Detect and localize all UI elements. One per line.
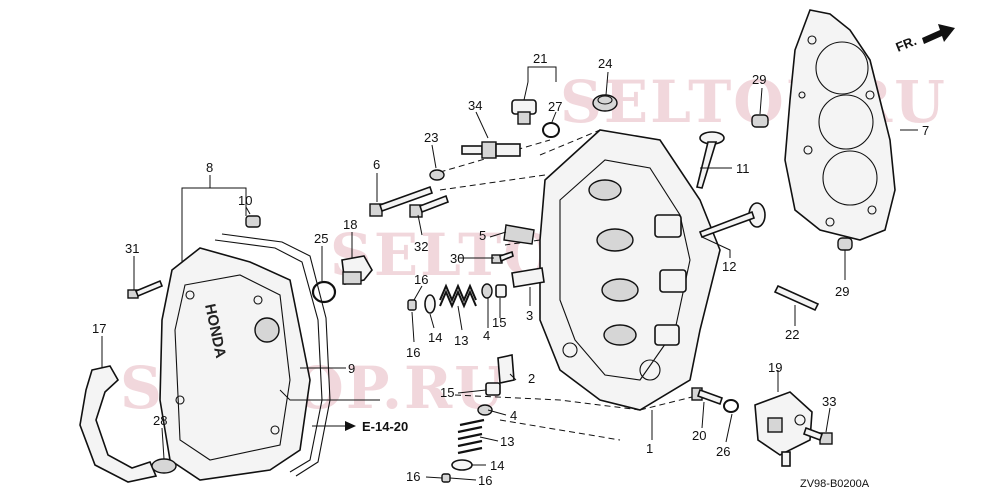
callout-7: 7 [922,123,929,138]
breather-hose [79,365,158,483]
dowel-pin-lower [837,237,853,251]
temperature-switch [511,99,537,125]
callout-13-upper: 13 [454,333,468,348]
callout-12: 12 [722,259,736,274]
callout-16-mid: 16 [406,345,420,360]
dowel-pin-upper [751,114,769,128]
reference-arrow [345,421,356,431]
head-cover: HONDA [159,247,311,481]
spring-retainer-lower [451,459,473,471]
callout-28: 28 [153,413,167,428]
callout-24: 24 [598,56,612,71]
callout-19: 19 [768,360,782,375]
callout-14-upper: 14 [428,330,442,345]
guide-plate [503,224,535,245]
head-bolt-short [409,194,450,218]
callout-15-lower: 15 [440,385,454,400]
callout-4-lower: 4 [510,408,517,423]
callout-33: 33 [822,394,836,409]
spring-seat-lower [477,404,493,416]
valve-guide-seal-lower [485,382,501,396]
callout-27: 27 [548,99,562,114]
callout-25: 25 [314,231,328,246]
valve-guide-lower [497,354,515,384]
reference-label: E-14-20 [362,419,408,434]
callout-17: 17 [92,321,106,336]
callout-29-upper: 29 [752,72,766,87]
callout-1: 1 [646,441,653,456]
valve-spring-lower [457,418,485,455]
valve-guide-seal-upper [495,284,507,298]
intake-valve [698,202,766,239]
sealing-washer [542,122,560,138]
exhaust-valve [696,131,725,189]
callout-9: 9 [348,361,355,376]
spark-plug [461,141,521,159]
callout-10: 10 [238,193,252,208]
o-ring-large [311,280,337,304]
spring-seat-upper [481,283,493,299]
callout-8: 8 [206,160,213,175]
callout-5: 5 [479,228,486,243]
valve-stem-seal [511,267,545,288]
callout-30: 30 [450,251,464,266]
fuel-pump-bolt [802,426,833,445]
collar [245,215,261,228]
leader-lines [101,66,918,481]
callout-32: 32 [414,239,428,254]
stud-bolt [773,284,820,312]
head-bolt-long [369,185,434,217]
valve-cotter-upper [407,299,417,311]
callout-4-upper: 4 [483,328,490,343]
callout-13-lower: 13 [500,434,514,449]
callout-31: 31 [125,241,139,256]
callout-16-upper: 16 [414,272,428,287]
callout-29-lower: 29 [835,284,849,299]
callout-15-upper: 15 [492,315,506,330]
callout-16-right: 16 [478,473,492,488]
head-cover-gasket [214,233,331,477]
spring-retainer-upper [424,294,436,314]
callout-6: 6 [373,157,380,172]
callout-21: 21 [533,51,547,66]
bypass-bolt [691,387,724,406]
callout-16-left: 16 [406,469,420,484]
valve-spring-upper [439,283,477,309]
callout-20: 20 [692,428,706,443]
head-gasket [784,9,896,241]
callout-2: 2 [528,371,535,386]
fuel-pump [754,391,813,467]
callout-14-lower: 14 [490,458,504,473]
diagram-code: ZV98-B0200A [800,478,870,490]
thermostat-cap [592,94,618,112]
valve-cotter-lower [441,473,451,483]
callout-23: 23 [424,130,438,145]
washer [429,169,445,181]
cover-bolt [127,279,164,299]
callout-34: 34 [468,98,482,113]
front-direction-label: FR. [894,33,919,55]
cylinder-head [539,129,721,411]
front-direction-arrow: FR. [894,24,955,55]
callout-26: 26 [716,444,730,459]
plate-bolt [491,250,514,264]
oil-filler-cap [341,255,373,285]
callout-3: 3 [526,308,533,323]
hose-clamp [151,458,177,474]
bypass-washer [723,399,739,413]
callout-18: 18 [343,217,357,232]
callout-22: 22 [785,327,799,342]
callout-11: 11 [736,161,750,176]
